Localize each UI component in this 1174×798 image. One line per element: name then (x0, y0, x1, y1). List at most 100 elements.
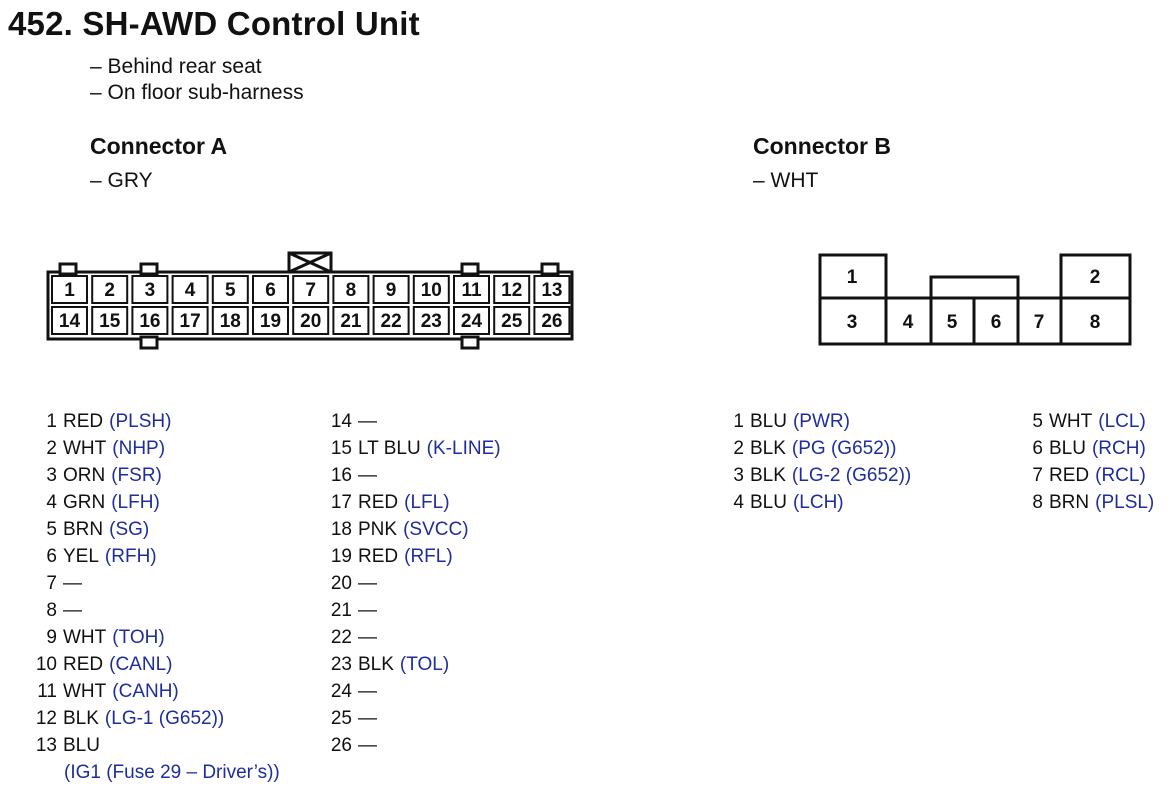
wire-color: — (358, 600, 377, 621)
signal-name: (LCL) (1098, 411, 1146, 432)
top-key-tab (58, 262, 78, 276)
pin-number: 23 (330, 654, 352, 675)
wire-color: RED (63, 411, 104, 432)
signal-name: (IG1 (Fuse 29 – Driver’s)) (64, 762, 280, 783)
pin-cavity-label: 10 (421, 280, 442, 301)
wire-color: — (358, 708, 377, 729)
signal-name: (RFL) (404, 546, 453, 567)
pin-number: 5 (46, 519, 57, 540)
pin-row: 14— (325, 408, 501, 435)
cavity-label: 4 (903, 312, 914, 333)
pin-number: 3 (733, 465, 744, 486)
pin-cavity-label: 3 (145, 280, 156, 301)
pin-number: 9 (46, 627, 57, 648)
page-title: 452. SH-AWD Control Unit (8, 5, 420, 42)
wire-color: — (63, 573, 82, 594)
pin-number: 5 (1032, 411, 1043, 432)
connector-b-title: Connector B (753, 133, 891, 159)
pin-number: 11 (37, 681, 57, 702)
wire-color: YEL (63, 546, 99, 567)
pin-cavity-label: 7 (305, 280, 316, 301)
cavity-label: 5 (947, 312, 958, 333)
pin-number: 12 (35, 708, 57, 729)
pin-number: 25 (330, 708, 352, 729)
pin-row: 22— (325, 624, 501, 651)
pin-cavity-label: 8 (346, 280, 357, 301)
wire-color: BRN (1049, 492, 1090, 513)
pin-number: 26 (330, 735, 352, 756)
wire-color: WHT (63, 627, 107, 648)
pin-cavity (533, 275, 571, 304)
wire-color: — (358, 681, 377, 702)
signal-name: (RFH) (104, 546, 157, 567)
pin-cavity-label: 5 (225, 280, 236, 301)
wire-color: — (358, 573, 377, 594)
pin-cavity (91, 275, 129, 304)
pin-cavity-label: 22 (381, 311, 402, 332)
cavity-label: 2 (1090, 267, 1101, 288)
wire-color: BLU (63, 735, 100, 756)
pin-row: 18 PNK(SVCC) (325, 516, 501, 543)
pin-cavity-label: 21 (340, 311, 362, 332)
cavity-label: 6 (991, 312, 1002, 333)
wire-color: LT BLU (358, 438, 421, 459)
pin-number: 13 (35, 735, 57, 756)
connector-a-pin-13: 13 BLU (IG1 (Fuse 29 – Driver’s)) (30, 732, 280, 786)
pin-number: 16 (330, 465, 352, 486)
pin-cavity-label: 6 (265, 280, 276, 301)
pin-number: 2 (733, 438, 744, 459)
pin-cavity-label: 19 (260, 311, 281, 332)
pin-cavity (332, 275, 370, 304)
pin-cavity-label: 2 (104, 280, 115, 301)
pin-row: 8— (30, 597, 224, 624)
pin-cavity (171, 306, 209, 335)
cavity-label: 1 (847, 267, 858, 288)
wire-color: — (358, 735, 377, 756)
location-note-1: – Behind rear seat (90, 55, 262, 78)
pin-cavity-label: 17 (180, 311, 201, 332)
signal-name: (SVCC) (403, 519, 469, 540)
wire-color: ORN (63, 465, 106, 486)
pin-cavity-label: 15 (99, 311, 121, 332)
pin-cavity (412, 306, 450, 335)
wire-color: BLU (750, 411, 787, 432)
bottom-key-tab (139, 335, 159, 350)
pin-cavity (51, 306, 88, 335)
pin-number: 8 (1032, 492, 1043, 513)
pin-cavity (131, 275, 169, 304)
pin-cavity (453, 306, 490, 335)
wire-color: RED (358, 492, 399, 513)
pin-cavity-label: 25 (501, 311, 523, 332)
pin-number: 15 (330, 438, 352, 459)
connector-b-lock (929, 275, 1020, 300)
top-key-tab (139, 262, 159, 276)
signal-name: (LFL) (404, 492, 450, 513)
signal-name: (FSR) (111, 465, 162, 486)
pin-number: 18 (330, 519, 352, 540)
signal-name: (PLSL) (1095, 492, 1155, 513)
wire-color: BLK (750, 438, 786, 459)
connector-b-color: – WHT (753, 169, 819, 192)
pin-cavity (292, 275, 330, 304)
wire-color: PNK (358, 519, 398, 540)
wire-color: RED (63, 654, 104, 675)
signal-name: (LG-2 (G652)) (791, 465, 912, 486)
wire-color: WHT (63, 438, 107, 459)
signal-name: (PWR) (792, 411, 850, 432)
pin-row: 16— (325, 462, 501, 489)
pin-cavity-label: 14 (59, 311, 81, 332)
pin-number: 20 (330, 573, 352, 594)
cavity-label: 7 (1034, 312, 1045, 333)
